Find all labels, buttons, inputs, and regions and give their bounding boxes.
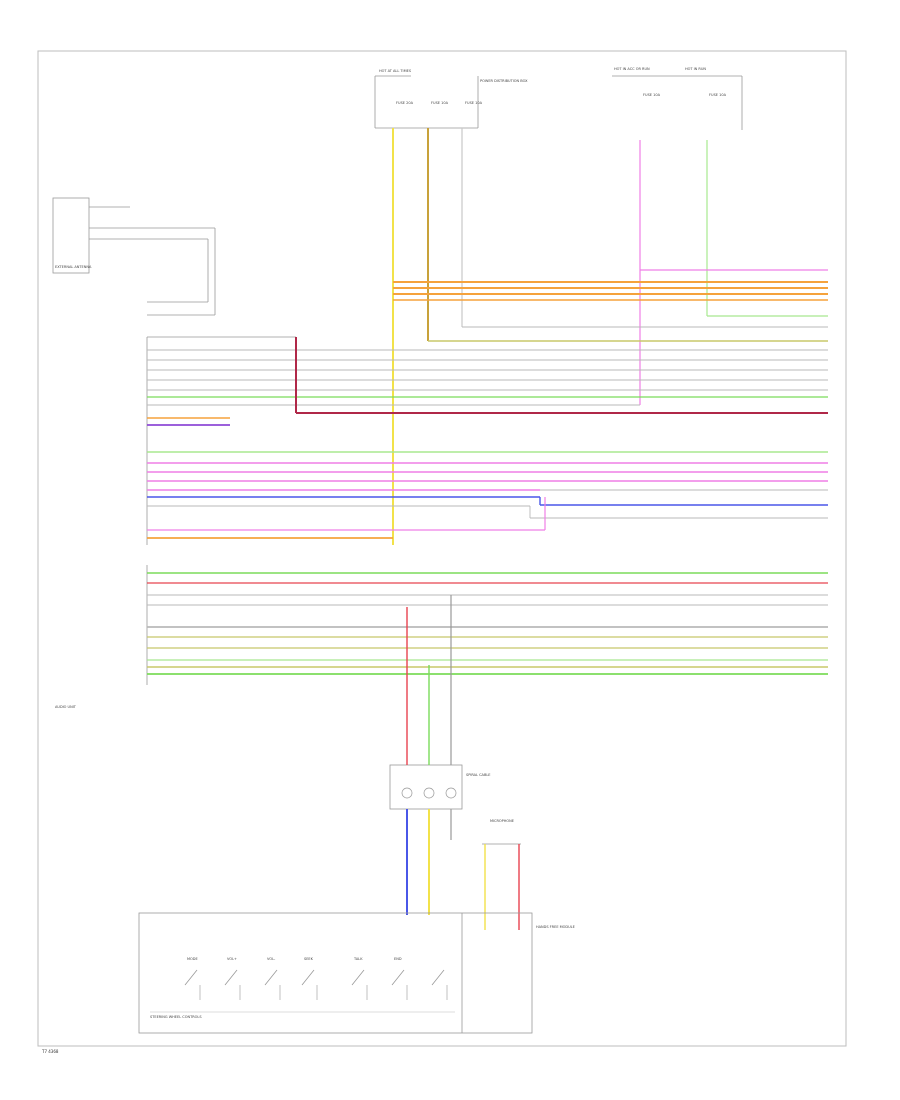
switch-contact: [431, 969, 445, 986]
spiral-wires: [406, 595, 452, 915]
audio-unit-label: AUDIO UNIT: [55, 705, 77, 709]
hot-label-2: HOT IN ACC OR RUN: [614, 67, 650, 71]
footer-code: T7 4368: [41, 1049, 59, 1054]
switch-label: VOL-: [267, 957, 276, 961]
switch-label: END: [394, 957, 402, 961]
outer-frame: [37, 50, 847, 1047]
fuse-label-5: FUSE 10A: [709, 93, 727, 97]
switch-label: VOL+: [227, 957, 237, 961]
fuse-label-3: FUSE 10A: [465, 101, 483, 105]
dome-label: HANDS FREE MODULE: [536, 925, 575, 929]
switch-contact: [264, 969, 278, 986]
steering-switch-module: HANDS FREE MODULE STEERING WHEEL CONTROL…: [138, 912, 575, 1034]
power-distribution-box: POWER DISTRIBUTION BOX HOT AT ALL TIMES: [374, 69, 528, 129]
antenna-block: EXTERNAL ANTENNA: [52, 197, 216, 316]
mic-label: MICROPHONE: [490, 819, 514, 823]
switch-contact: [301, 969, 315, 986]
switch-module-label: STEERING WHEEL CONTROLS: [150, 1015, 202, 1019]
hot-label-3: HOT IN RUN: [685, 67, 706, 71]
microphone: MICROPHONE: [482, 819, 521, 930]
fuse-label-1: FUSE 20A: [396, 101, 414, 105]
switch-group: MODE VOL+ VOL- SEEK TALK END: [184, 957, 448, 1000]
switch-label: SEEK: [304, 957, 314, 961]
switch-contact: [391, 969, 405, 986]
antenna-label: EXTERNAL ANTENNA: [55, 265, 92, 269]
fuse-labels: FUSE 20A FUSE 10A FUSE 10A FUSE 10A FUSE…: [396, 93, 727, 105]
wire-bundle: [147, 269, 828, 675]
switch-label: TALK: [353, 957, 363, 961]
spiral-cable: SPIRAL CABLE: [389, 764, 491, 810]
fuse-label-2: FUSE 10A: [431, 101, 449, 105]
switch-contact: [351, 969, 365, 986]
switch-contact: [224, 969, 238, 986]
switch-label: MODE: [187, 957, 198, 961]
spiral-cable-label: SPIRAL CABLE: [466, 773, 491, 777]
switch-contact: [184, 969, 198, 986]
fuse-label-4: FUSE 10A: [643, 93, 661, 97]
right-fuse-group: HOT IN ACC OR RUN HOT IN RUN: [612, 67, 743, 130]
power-fuse-label: POWER DISTRIBUTION BOX: [480, 79, 528, 83]
hot-label-1: HOT AT ALL TIMES: [379, 69, 412, 73]
audio-unit-connector: AUDIO UNIT: [55, 336, 296, 709]
vertical-supply-wires: [392, 128, 708, 545]
